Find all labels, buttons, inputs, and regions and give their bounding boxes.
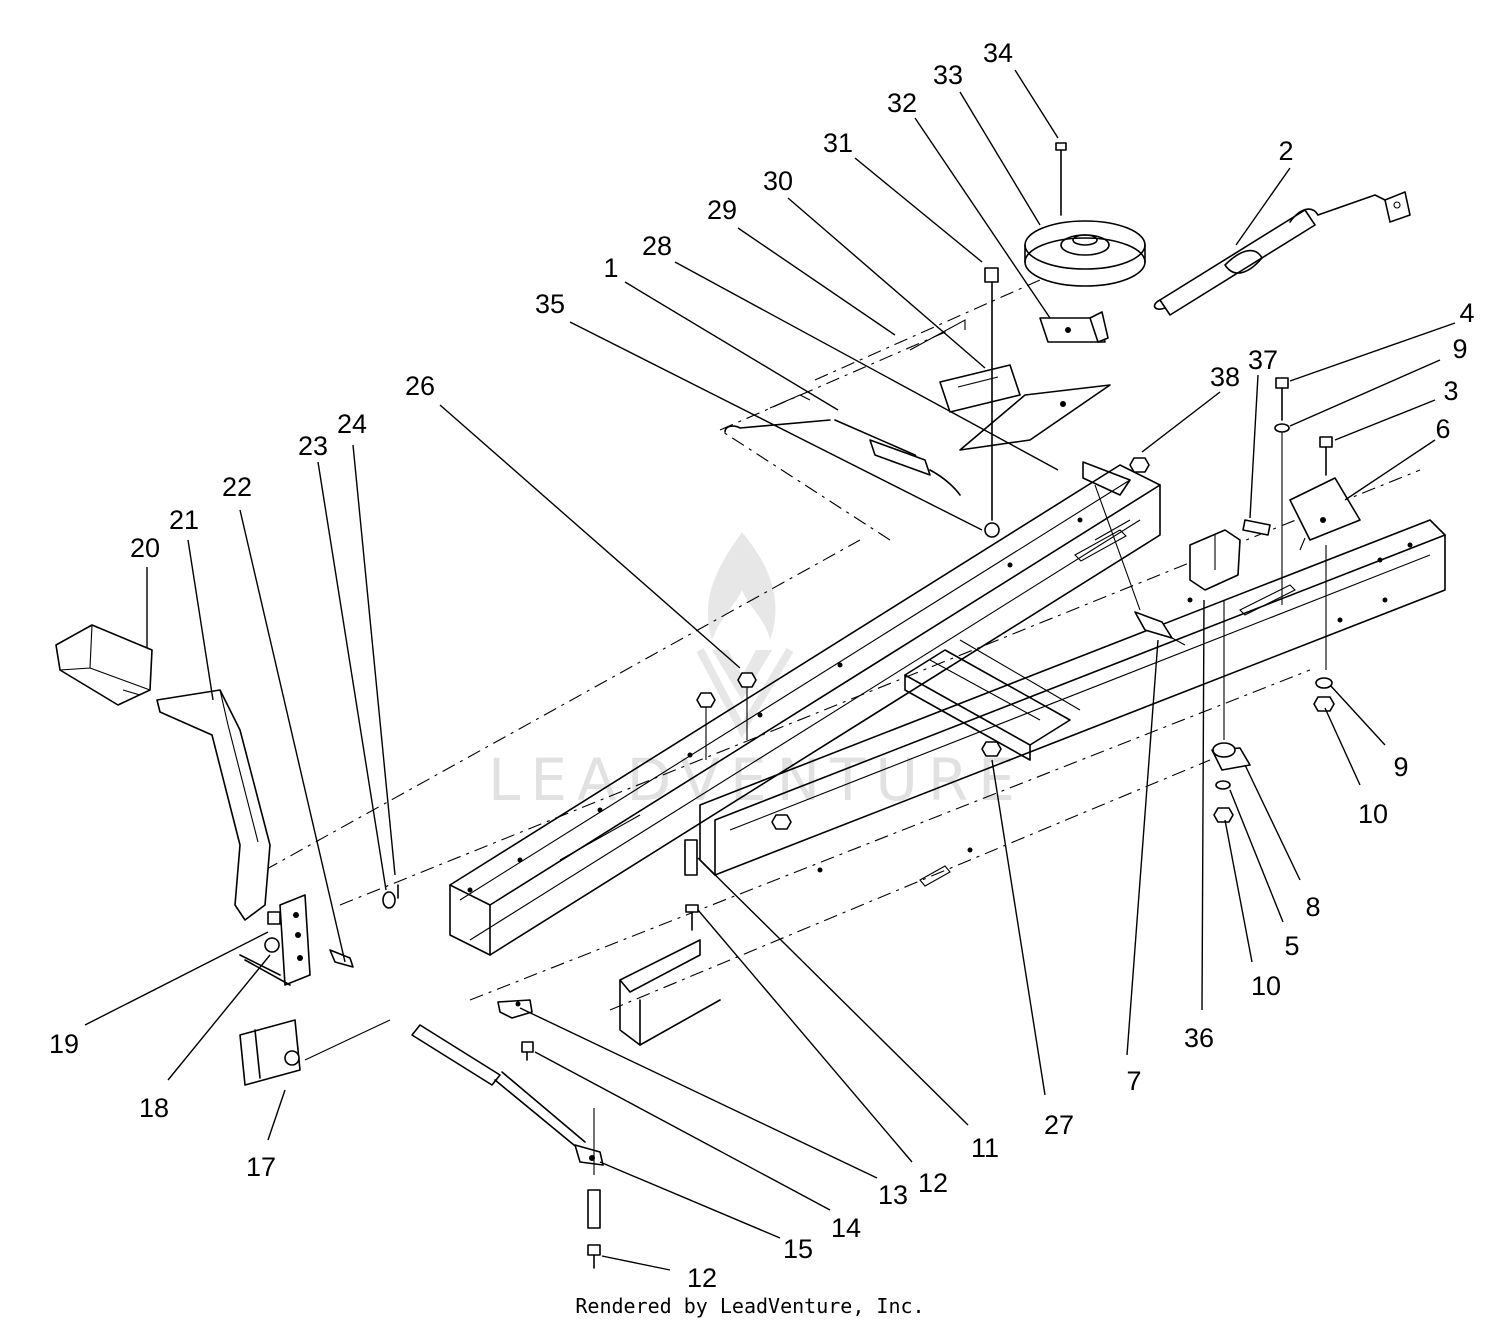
- leader-lines: [84, 69, 1456, 1271]
- callout-4: 4: [1459, 298, 1474, 328]
- frame-assembly: [264, 464, 1446, 1011]
- part-34-bolt: [1055, 142, 1067, 216]
- part-23-24-fastener: [382, 884, 399, 909]
- part-nut-lower: [771, 814, 792, 830]
- part-1-spring: [724, 394, 961, 496]
- callout-9-bottom: 9: [1393, 752, 1408, 782]
- lower-channel-bracket: [619, 939, 721, 1046]
- callout-18: 18: [139, 1093, 169, 1123]
- callout-24: 24: [337, 409, 367, 439]
- callout-3: 3: [1443, 376, 1458, 406]
- callout-27: 27: [1044, 1110, 1074, 1140]
- part-8-bushing: [1211, 600, 1251, 823]
- part-3-bolt: [1319, 436, 1333, 670]
- callout-28: 28: [642, 231, 672, 261]
- callout-12-mid: 12: [918, 1168, 948, 1198]
- part-28-plate: [959, 384, 1111, 451]
- callout-32: 32: [887, 88, 917, 118]
- rendered-by-credit: Rendered by LeadVenture, Inc.: [575, 1294, 925, 1318]
- part-14-bolt: [521, 1041, 534, 1061]
- part-15-link-rod: [411, 1024, 604, 1166]
- upper-plate: [719, 279, 1041, 541]
- part-33-pulley: [1024, 220, 1146, 287]
- part-7-pivot: [1082, 461, 1186, 646]
- part-4-bolt: [1274, 377, 1290, 605]
- part-9-10-hardware: [1313, 677, 1335, 712]
- part-2-spring-cable: [1153, 191, 1411, 316]
- callout-20: 20: [130, 533, 160, 563]
- callout-37: 37: [1248, 345, 1278, 375]
- callout-15: 15: [783, 1234, 813, 1264]
- part-6-plate: [1289, 477, 1361, 551]
- pedal-mount-plate: [239, 894, 354, 986]
- callout-29: 29: [707, 195, 737, 225]
- watermark: LEADVENTURE: [488, 532, 1025, 814]
- callout-36: 36: [1184, 1023, 1214, 1053]
- part-13-bracket: [497, 999, 533, 1019]
- watermark-text: LEADVENTURE: [488, 746, 1025, 814]
- part-20-pedal-pad: [55, 624, 153, 706]
- part-38-nut: [1129, 457, 1150, 473]
- callout-17: 17: [246, 1152, 276, 1182]
- callout-19: 19: [49, 1029, 79, 1059]
- part-12-lower-hardware: [587, 1108, 601, 1269]
- callout-33: 33: [933, 60, 963, 90]
- callout-6: 6: [1435, 414, 1450, 444]
- callout-10-right: 10: [1358, 799, 1388, 829]
- part-30-plate: [939, 364, 1021, 413]
- watermark-flame-logo: [696, 532, 794, 739]
- part-31-bolt: [984, 267, 999, 521]
- callout-7: 7: [1126, 1066, 1141, 1096]
- part-35-washer: [984, 522, 1000, 538]
- callout-35: 35: [535, 289, 565, 319]
- part-21-pedal-arm: [156, 689, 271, 921]
- callout-1: 1: [603, 253, 618, 283]
- part-11-spacer: [684, 839, 699, 931]
- callout-38: 38: [1210, 362, 1240, 392]
- part-27-nut: [981, 741, 1002, 757]
- callout-31: 31: [823, 128, 853, 158]
- callout-8: 8: [1305, 892, 1320, 922]
- callout-26: 26: [405, 371, 435, 401]
- part-32-idler-bracket: [1039, 311, 1109, 343]
- callout-9-top: 9: [1452, 334, 1467, 364]
- callout-5: 5: [1284, 931, 1299, 961]
- callout-2: 2: [1278, 136, 1293, 166]
- callout-10-lower: 10: [1251, 971, 1281, 1001]
- callout-34: 34: [983, 38, 1013, 68]
- part-37-bolt: [1242, 519, 1271, 536]
- callout-13: 13: [878, 1180, 908, 1210]
- callout-22: 22: [222, 472, 252, 502]
- callout-30: 30: [763, 166, 793, 196]
- part-17-pivot-bracket: [239, 1019, 391, 1086]
- callout-11: 11: [971, 1133, 999, 1163]
- callout-21: 21: [169, 505, 199, 535]
- part-36-bracket: [1189, 529, 1241, 591]
- callout-labels: 34 33 32 31 30 29 28 1 35 2 4 9 3 6 38 3…: [49, 38, 1475, 1293]
- callout-23: 23: [298, 431, 328, 461]
- callout-14: 14: [831, 1213, 861, 1243]
- part-26-nuts: [696, 672, 757, 760]
- callout-12-bottom: 12: [687, 1263, 717, 1293]
